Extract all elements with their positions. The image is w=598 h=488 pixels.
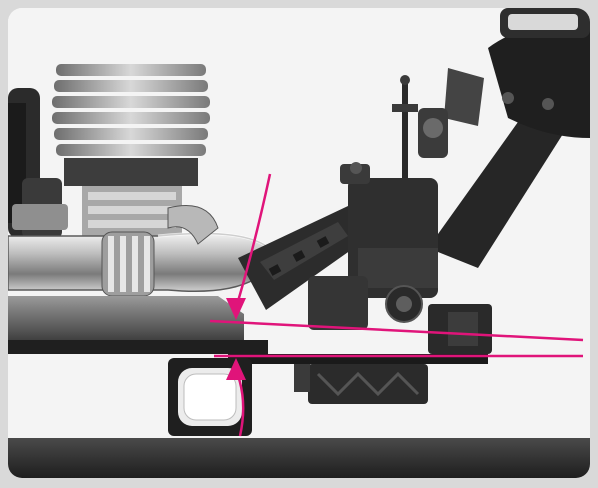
rear-skid bbox=[294, 364, 428, 404]
up-arrow-icon bbox=[226, 358, 246, 380]
rc-car-photo bbox=[8, 8, 590, 478]
down-arrow-icon bbox=[226, 298, 246, 320]
angle-annotation bbox=[209, 173, 584, 437]
suspension-arm bbox=[238, 206, 368, 310]
down-arrow-shaft bbox=[234, 173, 272, 309]
upper-reference-line bbox=[209, 319, 584, 342]
photo-illustration bbox=[8, 8, 590, 478]
hub-carrier bbox=[308, 162, 492, 354]
shock-tower bbox=[428, 8, 590, 268]
engine-head bbox=[52, 64, 210, 242]
chassis-plate bbox=[8, 296, 488, 364]
ground-surface bbox=[8, 438, 590, 478]
engine-side-parts bbox=[12, 178, 68, 238]
turnbuckle bbox=[392, 75, 448, 208]
